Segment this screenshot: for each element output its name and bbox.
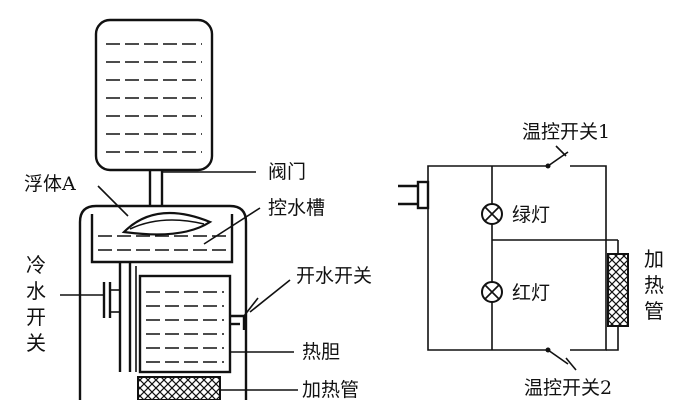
red-lamp-icon [481,281,503,303]
heater-label: 加热管 [302,379,359,400]
circuit-heater-label-char: 加 [644,247,664,271]
water-dispenser: 浮体A 阀门 控水槽 开水开关 冷水开关 热胆 加热管 [24,18,372,400]
boil-switch-label: 开水开关 [296,265,372,287]
feed-pipes [118,262,137,372]
green-lamp-icon [481,203,503,225]
valve-pipe [148,170,164,205]
circuit-heater-label-char: 热 [644,273,664,297]
cold-switch-label-char: 开 [26,305,46,329]
water-bottle [94,18,214,172]
hot-tank [138,274,232,374]
thermo-switch-2 [545,347,577,371]
bottle-water-lines [106,43,202,153]
boil-water-faucet [230,297,259,330]
circuit-wires [427,165,619,351]
heater-resistor [607,253,629,327]
cold-water-faucet [102,282,120,318]
green-lamp-label: 绿灯 [512,204,550,226]
thermo-switch-1-label: 温控开关1 [522,121,610,143]
leader-lines [60,171,298,391]
bottom-heater [137,376,221,400]
circuit-diagram: 温控开关1 温控开关2 绿灯 红灯 加热管 [398,121,664,399]
float-a [121,211,213,236]
control-tank [90,214,234,264]
hot-tank-label: 热胆 [302,341,340,363]
circuit-heater-label: 加热管 [644,247,664,323]
red-lamp-label: 红灯 [512,282,550,304]
control-tank-label: 控水槽 [268,197,325,219]
cold-switch-label-char: 关 [26,331,46,355]
power-plug [398,180,430,210]
dispenser-housing [78,204,248,400]
thermo-switch-1 [545,145,569,169]
valve-label: 阀门 [268,161,306,183]
float-label: 浮体A [24,173,76,195]
thermo-switch-2-label: 温控开关2 [524,377,612,399]
cold-switch-label-char: 水 [26,279,46,303]
circuit-heater-label-char: 管 [644,299,664,323]
cold-switch-label-char: 冷 [26,253,46,277]
cold-switch-label: 冷水开关 [26,253,46,355]
